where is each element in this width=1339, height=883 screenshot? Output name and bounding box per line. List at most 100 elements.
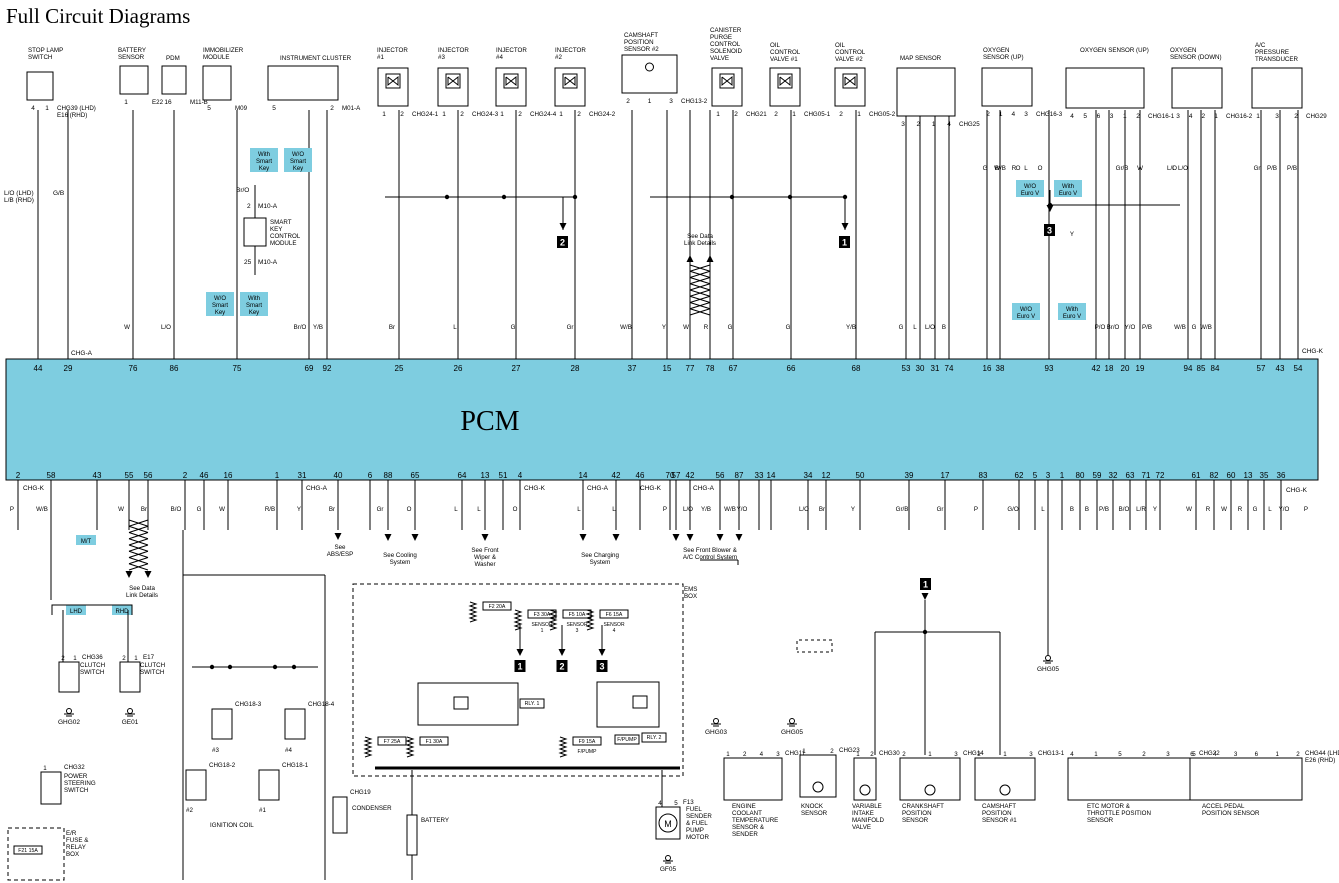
component-name: SENSOR (UP) [983, 54, 1024, 61]
wire-color: G/B [53, 190, 64, 197]
connector-id: CHG30 [879, 750, 900, 757]
option-tag: LHD [66, 605, 86, 615]
reference-text: EMS [684, 586, 697, 593]
relay-coil [453, 696, 469, 710]
connector-id: CHG-K [640, 485, 662, 492]
wire-color: Br/O [1107, 324, 1120, 331]
wire-color: Gr/B [1116, 165, 1129, 172]
pcm-pin-number: 35 [1260, 471, 1269, 480]
connector-id: M09 [235, 105, 248, 112]
reference-text: See Cooling [383, 552, 417, 559]
option-tag: M/T [76, 535, 96, 545]
component-name: IMMOBILIZER [203, 47, 244, 54]
component-name: SENSOR [118, 54, 145, 61]
arrow-up-icon [686, 255, 694, 262]
pin-number: 1 [999, 111, 1003, 118]
pin-number: 2 [460, 111, 464, 118]
pcm-pin-number: 14 [579, 471, 588, 480]
connector-id: CHG-K [524, 485, 546, 492]
arrow-down-icon [481, 534, 489, 541]
component-name: VALVE [852, 824, 871, 831]
connector-id: CHG14 [963, 750, 984, 757]
connector-id: CHG13-1 [1038, 750, 1065, 757]
component-name: CONTROL [835, 49, 866, 56]
wire-color: Y [662, 324, 666, 331]
component-name: SENSOR [1087, 817, 1114, 824]
pin-number: 3 [1234, 751, 1238, 758]
wire [363, 736, 373, 758]
wire-color: G [728, 324, 733, 331]
pcm-pin-number: 36 [1277, 471, 1286, 480]
component-name: SENSOR #1 [982, 817, 1017, 824]
pcm-pin-number: 86 [170, 364, 179, 373]
component-body [1171, 67, 1223, 109]
arrow-down-icon [334, 533, 342, 540]
motor-icon-text: M [664, 819, 672, 829]
pcm-pin-number: 53 [902, 364, 911, 373]
wire [505, 75, 517, 87]
reference-text: See Front Blower & [683, 547, 738, 554]
component-name: THROTTLE POSITION [1087, 810, 1151, 817]
arrow-down-icon [384, 534, 392, 541]
wire-color: W [1221, 506, 1227, 513]
component-name: BATTERY [421, 817, 449, 824]
wire-color: Y/O [1125, 324, 1136, 331]
wire-color: G [786, 324, 791, 331]
wire-color: G [899, 324, 904, 331]
pin-number: 6 [1190, 751, 1194, 758]
wire-color: L [454, 506, 458, 513]
wire-color: Br/O [294, 324, 307, 331]
wire-color: Y [297, 506, 301, 513]
wire-color: Y/B [846, 324, 856, 331]
connector-id: CHG21 [746, 111, 767, 118]
option-tag-text: Key [259, 166, 269, 172]
wire-color: G [197, 506, 202, 513]
pcm-pin-number: 44 [34, 364, 43, 373]
wire [548, 609, 558, 631]
pcm-pin-number: 76 [129, 364, 138, 373]
pcm-pin-number: 82 [1210, 471, 1219, 480]
component-body [1067, 757, 1197, 801]
fuse-icon: F7 25A [363, 736, 407, 758]
wire [128, 544, 149, 552]
component-name: VALVE [710, 55, 729, 62]
component-name: SWITCH [140, 669, 164, 676]
component-name: INJECTOR [555, 47, 586, 54]
ems-box-outline [352, 583, 684, 777]
connector-id: CHG24-4 [530, 111, 557, 118]
pin-number: 1 [134, 655, 138, 662]
ground-label: GHG05 [1037, 666, 1059, 673]
pin-number: 1 [648, 98, 652, 105]
connector-id: CHG-A [693, 485, 715, 492]
component-body [1251, 67, 1303, 109]
pcm-pin-number: 80 [1076, 471, 1085, 480]
pin-number: 1 [726, 751, 730, 758]
pcm-pin-number: 28 [571, 364, 580, 373]
option-tag-text: With [1062, 184, 1074, 190]
fuse-label-box [419, 736, 449, 746]
pin-number: 2 [1296, 751, 1300, 758]
reference-box-bg [1044, 224, 1055, 236]
component-body [161, 65, 187, 95]
pcm-block: PCM [5, 358, 1319, 481]
component-name: CONDENSER [352, 805, 392, 812]
component-name: KNOCK [801, 803, 824, 810]
component-name: MOTOR [686, 834, 709, 841]
component-name: #1 [259, 807, 266, 814]
wire-color: W/B [620, 324, 632, 331]
pcm-pin-number: 5 [1033, 471, 1038, 480]
component-body [621, 54, 678, 94]
wire [689, 283, 711, 291]
junction-dot [209, 664, 215, 670]
fuse-label: 1 [541, 628, 544, 634]
